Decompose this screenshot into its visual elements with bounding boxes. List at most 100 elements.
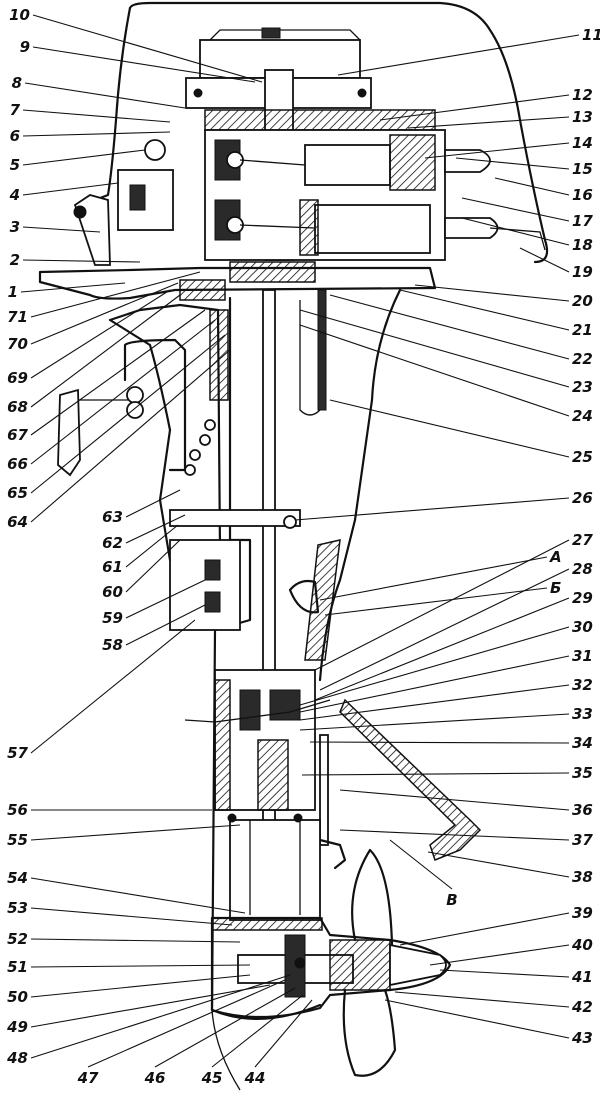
callout-label: 19 [572, 263, 593, 281]
callout-55: 55 [7, 824, 241, 849]
leader-line [24, 82, 186, 109]
callout-8: 8 [12, 74, 186, 109]
callout-63: 63 [102, 489, 181, 526]
callout-label: 41 [571, 968, 593, 986]
callout-label: 70 [7, 335, 28, 353]
leader-line [125, 579, 206, 619]
callout-24: 24 [299, 324, 593, 425]
callout-10: 10 [9, 6, 263, 83]
leader-line [30, 294, 181, 408]
spark-plug-upper [444, 149, 491, 173]
callout-label: 55 [7, 831, 28, 849]
leader-line [30, 938, 241, 943]
leader-line [299, 309, 570, 388]
callout-3: 3 [10, 218, 101, 236]
callout-label: 56 [7, 801, 28, 819]
leader-line [314, 539, 570, 671]
callout-label: 69 [7, 369, 28, 387]
callout-label: 44 [244, 1069, 266, 1087]
callout-28: 28 [319, 560, 593, 691]
callout-label: 60 [102, 583, 123, 601]
callout-label: 62 [102, 534, 123, 552]
callout-label: 30 [572, 618, 593, 636]
callout-47: 47 [77, 979, 286, 1087]
leader-line [30, 349, 231, 523]
base-plate [38, 266, 437, 300]
leader-line [394, 991, 570, 1008]
callout-49: 49 [6, 984, 271, 1036]
callout-label: 51 [7, 958, 28, 976]
callout-68: 68 [7, 294, 181, 416]
callout-57: 57 [7, 619, 196, 762]
leader-line [389, 839, 453, 890]
leader-line [30, 877, 246, 914]
leader-line [30, 619, 196, 754]
leader-line [125, 489, 181, 518]
callout-label: 63 [102, 508, 123, 526]
callout-15: 15 [455, 157, 593, 178]
callout-label: 38 [572, 868, 593, 886]
throttle-lever [73, 194, 111, 266]
callout-44: 44 [244, 999, 313, 1087]
leader-line [319, 568, 570, 691]
callout-35: 35 [301, 764, 593, 782]
leader-line [22, 109, 171, 123]
callout-53: 53 [7, 899, 233, 926]
leader-line [494, 177, 570, 196]
callout-58: 58 [102, 604, 206, 654]
callout-label: 11 [582, 26, 600, 44]
callout-label: А [549, 548, 562, 566]
leader-line [211, 994, 304, 1068]
callout-label: 57 [7, 744, 28, 762]
callout-61: 61 [102, 524, 179, 576]
callout-6: 6 [10, 127, 171, 145]
callout-12: 12 [379, 86, 593, 121]
callout-label: 65 [7, 484, 28, 502]
callout-label: 34 [572, 734, 593, 752]
callout-label: 15 [572, 160, 593, 178]
leader-line [125, 524, 179, 568]
leader-line [329, 399, 570, 458]
callout-label: 71 [7, 308, 28, 326]
callout-label: 45 [201, 1069, 223, 1087]
callout-32: 32 [299, 676, 593, 721]
engine-hood [128, 1, 549, 264]
callout-label: 40 [571, 936, 593, 954]
leader-line [125, 514, 186, 544]
leader-line [337, 34, 580, 76]
callout-label: 24 [572, 407, 593, 425]
propeller-blade-lower [342, 988, 397, 1077]
leader-line [30, 309, 206, 436]
callout-label: 54 [7, 869, 28, 887]
callout-label: 49 [6, 1018, 28, 1036]
leader-line [30, 907, 233, 926]
gear-case [210, 916, 452, 1019]
callout-label: 4 [9, 186, 20, 204]
leader-line [22, 226, 101, 233]
leader-line [254, 999, 313, 1068]
leader-line [339, 829, 570, 841]
callout-label: 29 [572, 589, 593, 607]
callout-34: 34 [309, 734, 593, 752]
callout-46: 46 [144, 987, 296, 1087]
motor-drawing [38, 1, 549, 1091]
callout-В: В [389, 839, 458, 909]
leader-line [20, 282, 126, 293]
callout-19: 19 [519, 247, 593, 281]
callout-label: 14 [572, 134, 593, 152]
callout-14: 14 [424, 134, 593, 159]
callout-label: 67 [7, 426, 28, 444]
callout-23: 23 [299, 309, 593, 396]
callout-59: 59 [102, 579, 206, 627]
callout-64: 64 [7, 349, 231, 531]
callout-18: 18 [461, 217, 593, 254]
callout-label: 21 [572, 321, 593, 339]
callout-label: 48 [6, 1049, 28, 1067]
leader-line [30, 334, 226, 494]
leader-line [424, 142, 570, 159]
callout-33: 33 [299, 705, 593, 731]
callout-56: 56 [7, 801, 212, 819]
callout-20: 20 [414, 284, 593, 310]
propeller-cone [389, 943, 447, 987]
